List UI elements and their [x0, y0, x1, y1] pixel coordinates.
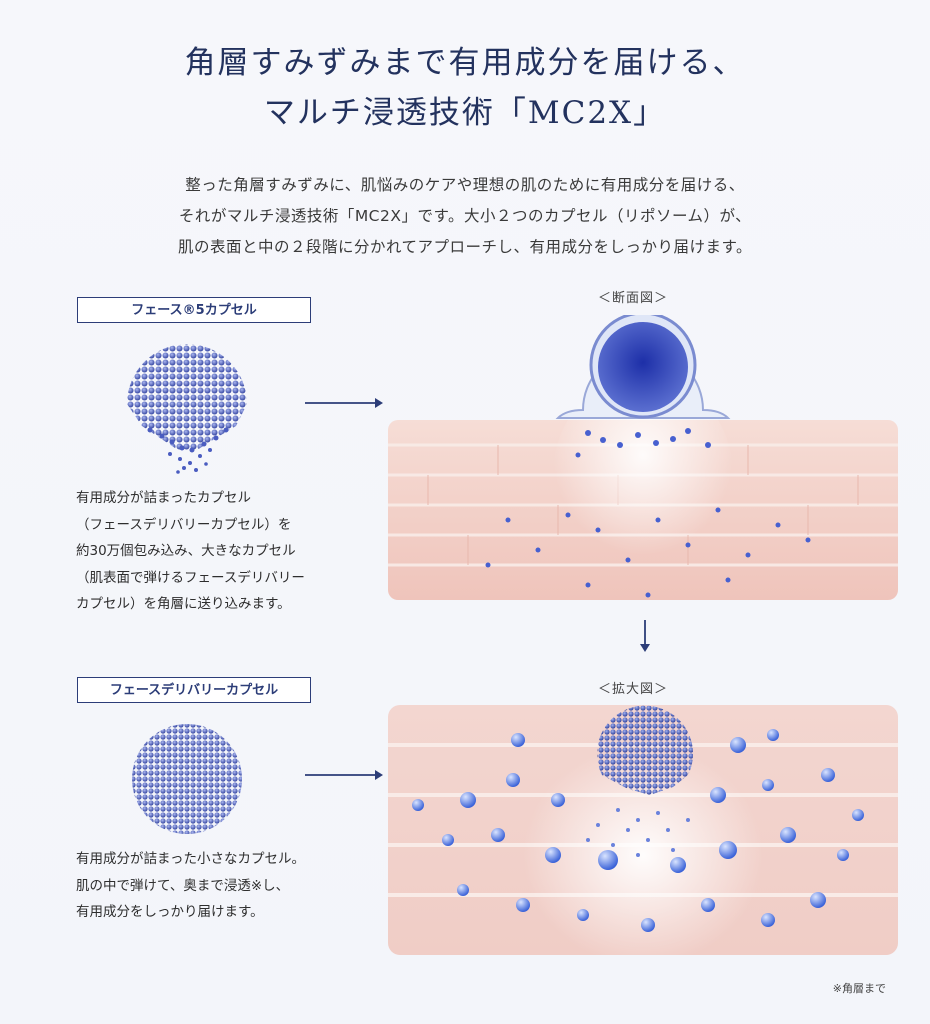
- footnote: ※角層まで: [832, 982, 886, 995]
- desc-line: 約30万個包み込み、大きなカプセル: [76, 543, 296, 559]
- title-line-1: 角層すみずみまで有用成分を届ける、: [184, 45, 746, 81]
- face5-capsule-description: 有用成分が詰まったカプセル （フェースデリバリーカプセル）を 約30万個包み込み…: [76, 485, 305, 618]
- magnified-illustration: [388, 705, 898, 955]
- arrow-down-icon: [638, 620, 652, 652]
- desc-line: 有用成分が詰まったカプセル: [76, 490, 251, 506]
- page-title: 角層すみずみまで有用成分を届ける、 マルチ浸透技術「MC2X」: [0, 38, 930, 138]
- intro-text: 整った角層すみずみに、肌悩みのケアや理想の肌のために有用成分を届ける、 それがマ…: [0, 170, 930, 263]
- cross-section-caption: ＜断面図＞: [598, 291, 669, 306]
- cross-section-illustration: [388, 315, 898, 605]
- magnified-caption: ＜拡大図＞: [598, 682, 669, 697]
- small-capsule-image: [130, 722, 245, 837]
- desc-line: （肌表面で弾けるフェースデリバリー: [76, 569, 305, 586]
- title-line-2: マルチ浸透技術「MC2X」: [263, 95, 667, 131]
- intro-line-2: それがマルチ浸透技術「MC2X」です。大小２つのカプセル（リポソーム）が、: [178, 207, 752, 225]
- face-delivery-capsule-description: 有用成分が詰まった小さなカプセル。 肌の中で弾けて、奥まで浸透※し、 有用成分を…: [76, 846, 305, 926]
- face-delivery-capsule-label: フェースデリバリーカプセル: [77, 677, 311, 703]
- intro-line-1: 整った角層すみずみに、肌悩みのケアや理想の肌のために有用成分を届ける、: [185, 176, 745, 194]
- desc-line: 有用成分をしっかり届けます。: [76, 904, 264, 920]
- desc-line: 肌の中で弾けて、奥まで浸透※し、: [76, 877, 290, 894]
- large-capsule-image: [120, 338, 255, 478]
- desc-line: カプセル）を角層に送り込みます。: [76, 596, 291, 612]
- arrow-right-icon: [305, 768, 383, 782]
- desc-line: 有用成分が詰まった小さなカプセル。: [76, 851, 305, 867]
- desc-line: （フェースデリバリーカプセル）を: [76, 516, 292, 533]
- face5-capsule-label: フェース®5カプセル: [77, 297, 311, 323]
- intro-line-3: 肌の表面と中の２段階に分かれてアプローチし、有用成分をしっかり届けます。: [178, 238, 752, 256]
- arrow-right-icon: [305, 396, 383, 410]
